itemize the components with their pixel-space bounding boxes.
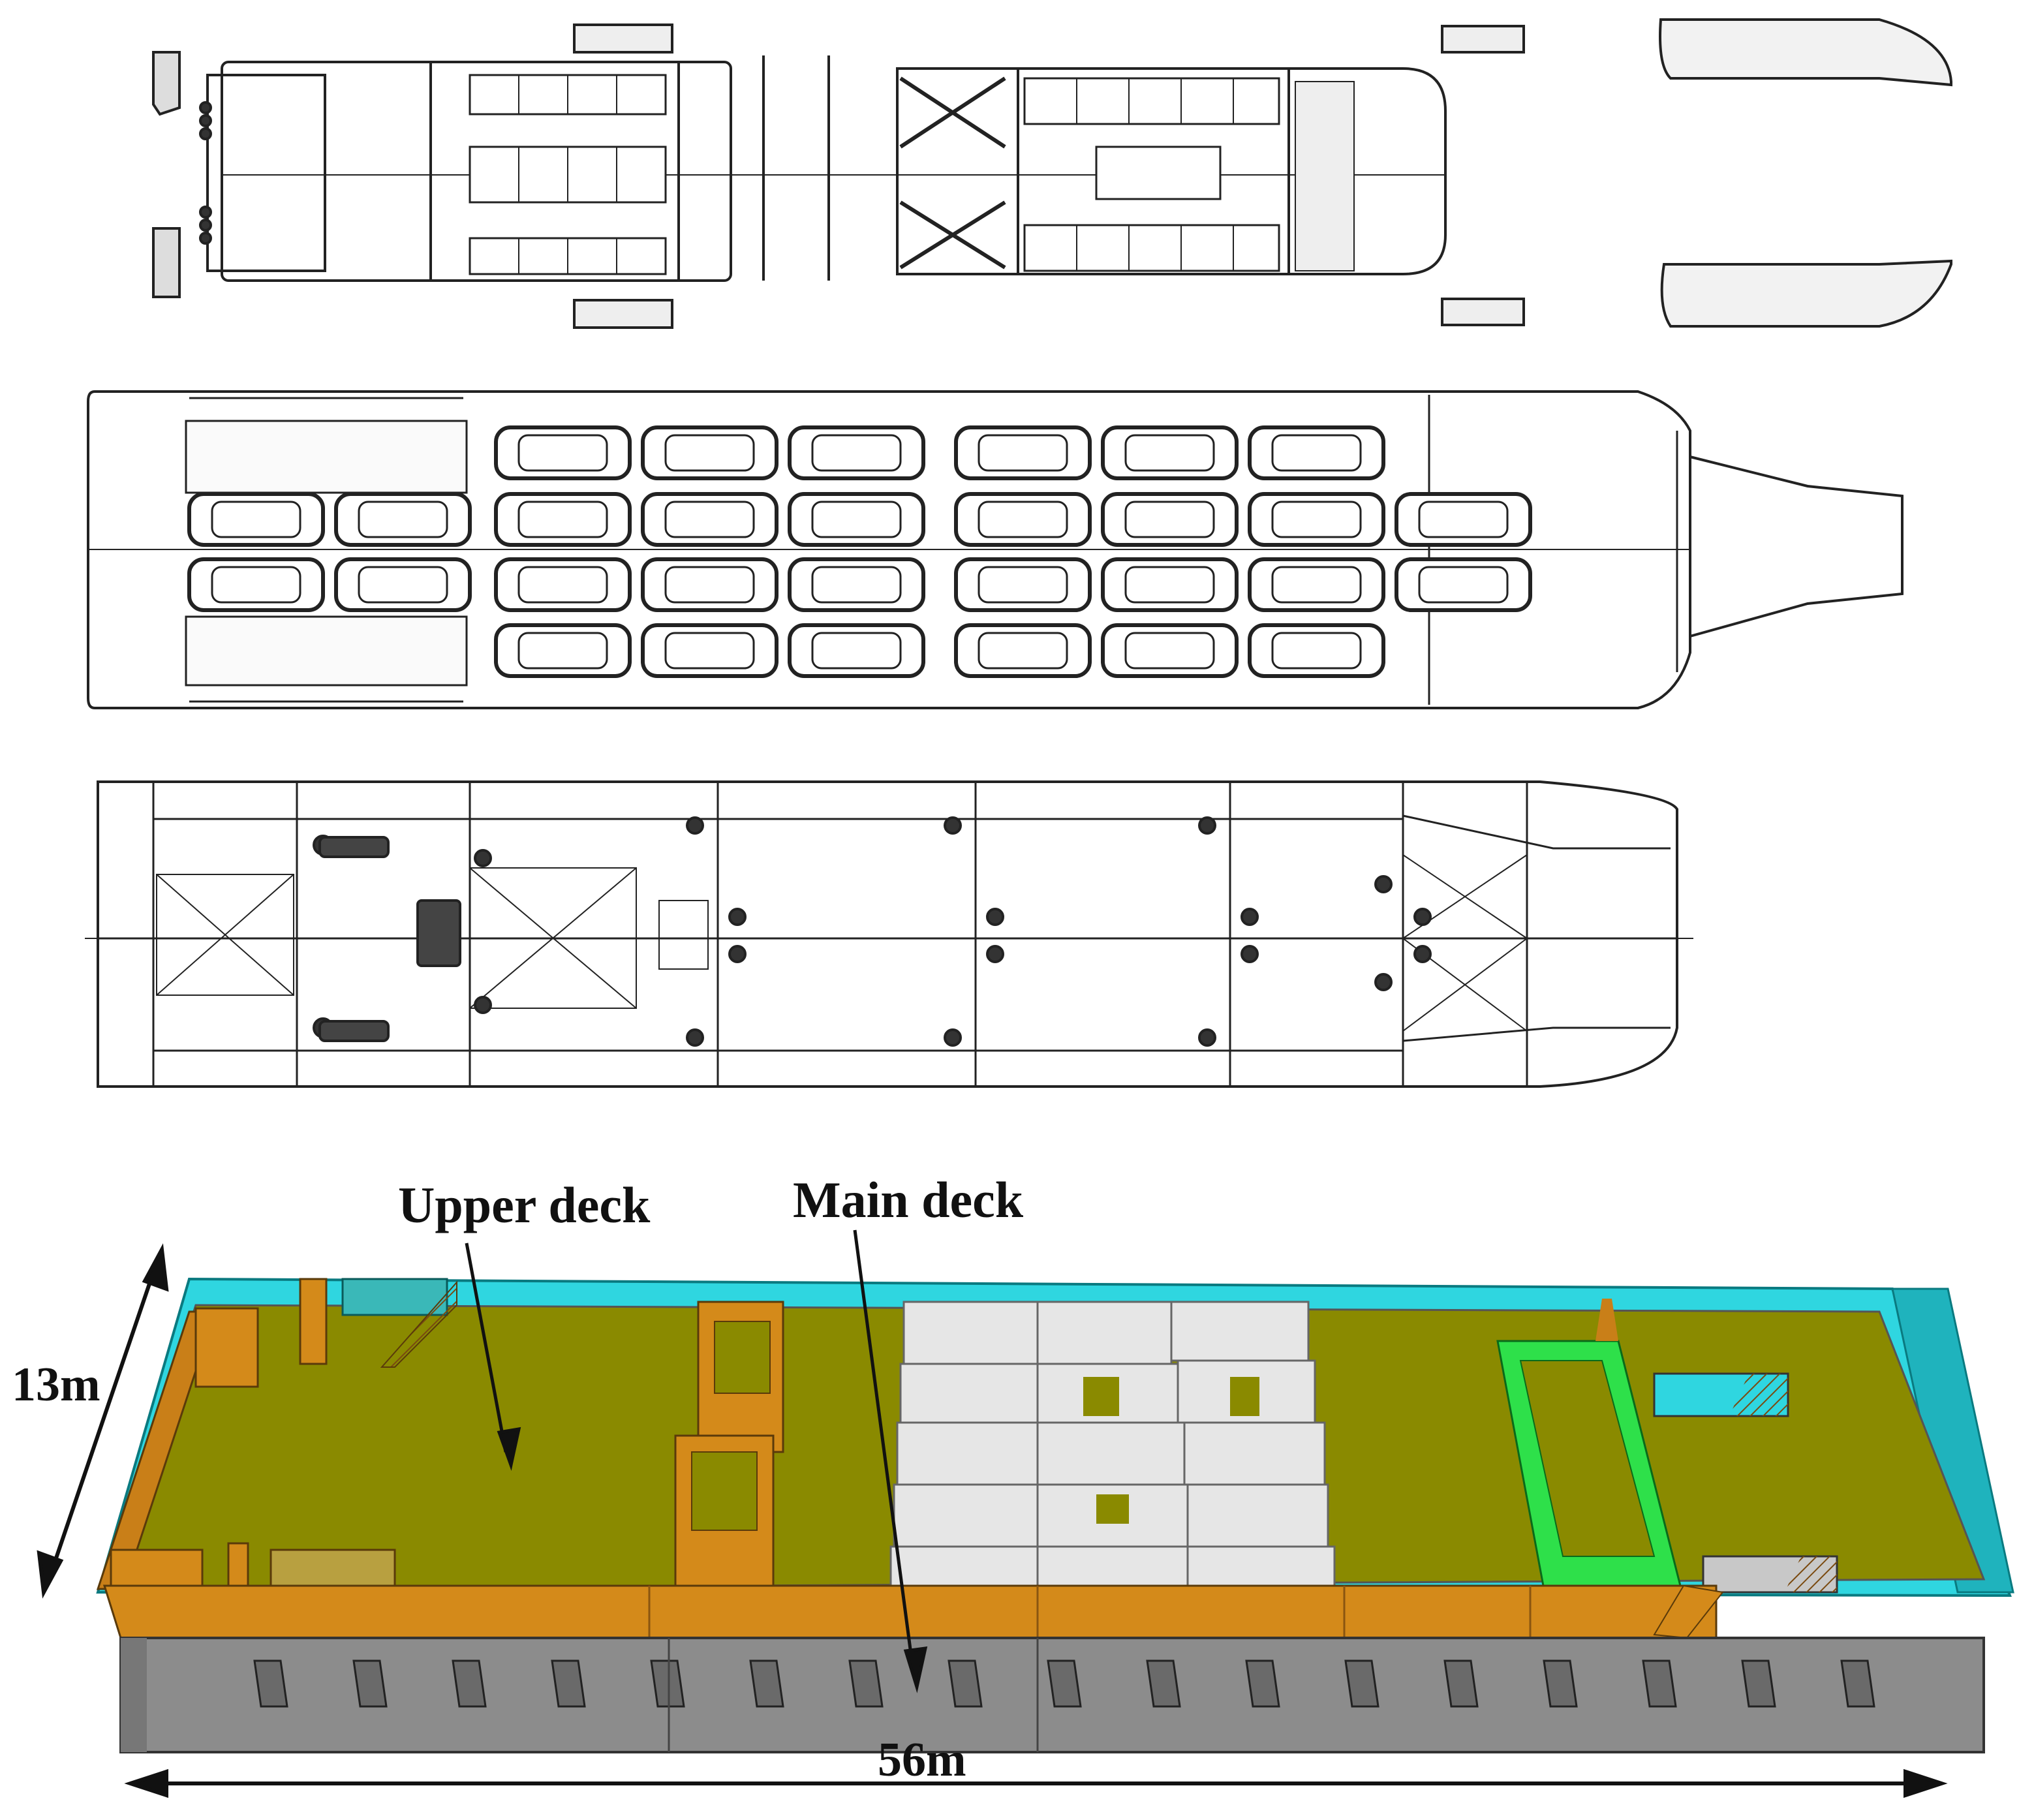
car-slot bbox=[641, 492, 778, 547]
hull-opening bbox=[1344, 1659, 1379, 1708]
car-slot bbox=[494, 425, 632, 480]
width-dimension-label: 13m bbox=[12, 1358, 100, 1411]
car-slot bbox=[1101, 425, 1239, 480]
car-slot bbox=[641, 425, 778, 480]
main-deck-plan bbox=[87, 390, 1903, 709]
hull-opening bbox=[253, 1659, 288, 1708]
car-slots bbox=[187, 425, 1532, 678]
hull-opening bbox=[749, 1659, 784, 1708]
car-slot bbox=[494, 492, 632, 547]
hull-opening bbox=[1443, 1659, 1479, 1708]
car-slot bbox=[1101, 492, 1239, 547]
hull-opening bbox=[452, 1659, 487, 1708]
car-slot bbox=[187, 492, 325, 547]
car-slot bbox=[788, 557, 925, 612]
car-slot bbox=[954, 557, 1092, 612]
car-slot bbox=[1101, 623, 1239, 678]
ship-3d-model bbox=[96, 1277, 2014, 1753]
upper-deck-label: Upper deck bbox=[398, 1177, 651, 1233]
car-slot bbox=[1248, 623, 1385, 678]
upper-deck-side bbox=[102, 1584, 1718, 1639]
car-slot bbox=[1395, 492, 1532, 547]
dimension-arrows bbox=[37, 1243, 1948, 1798]
hull-opening bbox=[1741, 1659, 1776, 1708]
hull-opening bbox=[1642, 1659, 1677, 1708]
length-dimension-label: 56m bbox=[878, 1733, 966, 1787]
car-slot bbox=[334, 557, 472, 612]
car-slot bbox=[788, 623, 925, 678]
hull-opening bbox=[650, 1659, 685, 1708]
hull-opening bbox=[1840, 1659, 1875, 1708]
car-slot bbox=[641, 623, 778, 678]
car-slot bbox=[187, 557, 325, 612]
car-slot bbox=[641, 557, 778, 612]
hull-openings bbox=[253, 1659, 1875, 1708]
hull-opening bbox=[1146, 1659, 1181, 1708]
label-arrows bbox=[465, 1229, 928, 1693]
car-slot bbox=[954, 492, 1092, 547]
hull-opening bbox=[551, 1659, 586, 1708]
car-slot bbox=[954, 623, 1092, 678]
car-slot bbox=[1248, 557, 1385, 612]
hull-opening bbox=[352, 1659, 388, 1708]
main-deck-label: Main deck bbox=[793, 1171, 1024, 1228]
car-slot bbox=[1395, 557, 1532, 612]
hull-opening bbox=[848, 1659, 884, 1708]
hull-opening bbox=[1047, 1659, 1082, 1708]
car-slot bbox=[334, 492, 472, 547]
car-slot bbox=[1248, 425, 1385, 480]
hull-plan bbox=[85, 780, 1693, 1088]
car-slot bbox=[494, 623, 632, 678]
car-slot bbox=[1248, 492, 1385, 547]
car-slot bbox=[1101, 557, 1239, 612]
hull-opening bbox=[1245, 1659, 1280, 1708]
car-slot bbox=[954, 425, 1092, 480]
hull-opening bbox=[1543, 1659, 1578, 1708]
car-slot bbox=[788, 492, 925, 547]
upper-deck-plan bbox=[152, 18, 1952, 329]
car-slot bbox=[494, 557, 632, 612]
hull-opening bbox=[948, 1659, 983, 1708]
car-slot bbox=[788, 425, 925, 480]
